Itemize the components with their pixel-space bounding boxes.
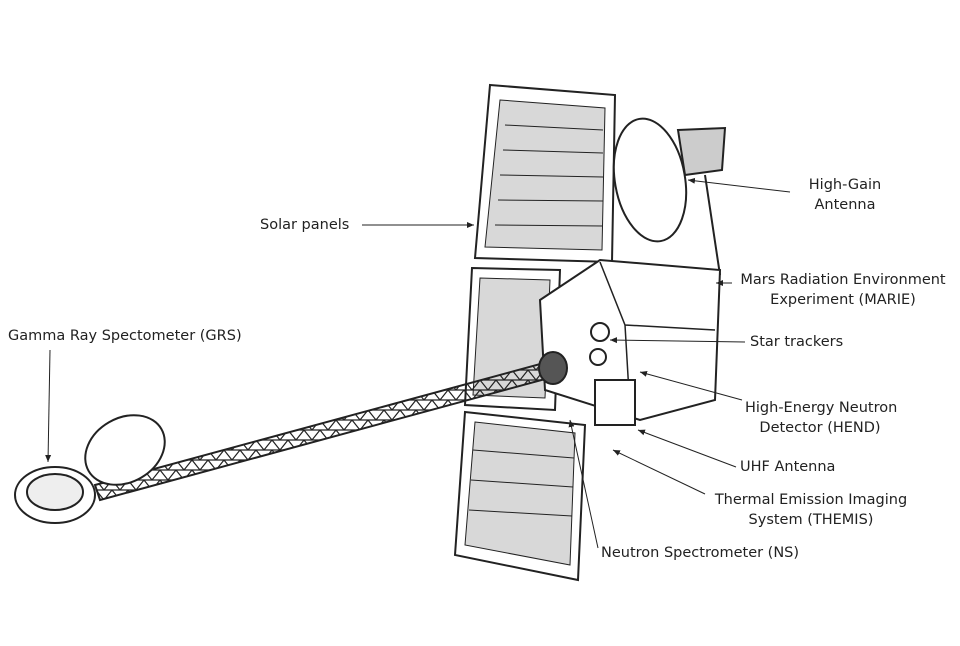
solar-panel-upper — [473, 83, 617, 264]
solar-panel-lower — [453, 410, 587, 582]
high-gain-antenna — [612, 117, 727, 276]
spacecraft-body — [538, 258, 722, 426]
label-uhf-antenna: UHF Antenna — [740, 459, 836, 475]
label-line: Antenna — [814, 197, 876, 213]
label-grs: Gamma Ray Spectometer (GRS) — [8, 328, 242, 344]
label-line: Thermal Emission Imaging — [714, 492, 908, 508]
label-line: High-Energy Neutron — [745, 400, 898, 416]
label-star-trackers: Star trackers — [750, 334, 844, 350]
label-line: Mars Radiation Environment — [740, 272, 946, 288]
gamma-ray-spectrometer — [14, 414, 166, 524]
label-neutron-spectrometer: Neutron Spectrometer (NS) — [601, 545, 800, 561]
label-line: Detector (HEND) — [759, 420, 881, 436]
label-line: System (THEMIS) — [748, 512, 874, 528]
grs-boom — [93, 351, 568, 502]
label-line: Experiment (MARIE) — [770, 292, 916, 308]
label-line: High-Gain — [808, 177, 882, 193]
leader-lines — [45, 177, 791, 549]
label-solar-panels: Solar panels — [260, 217, 350, 233]
